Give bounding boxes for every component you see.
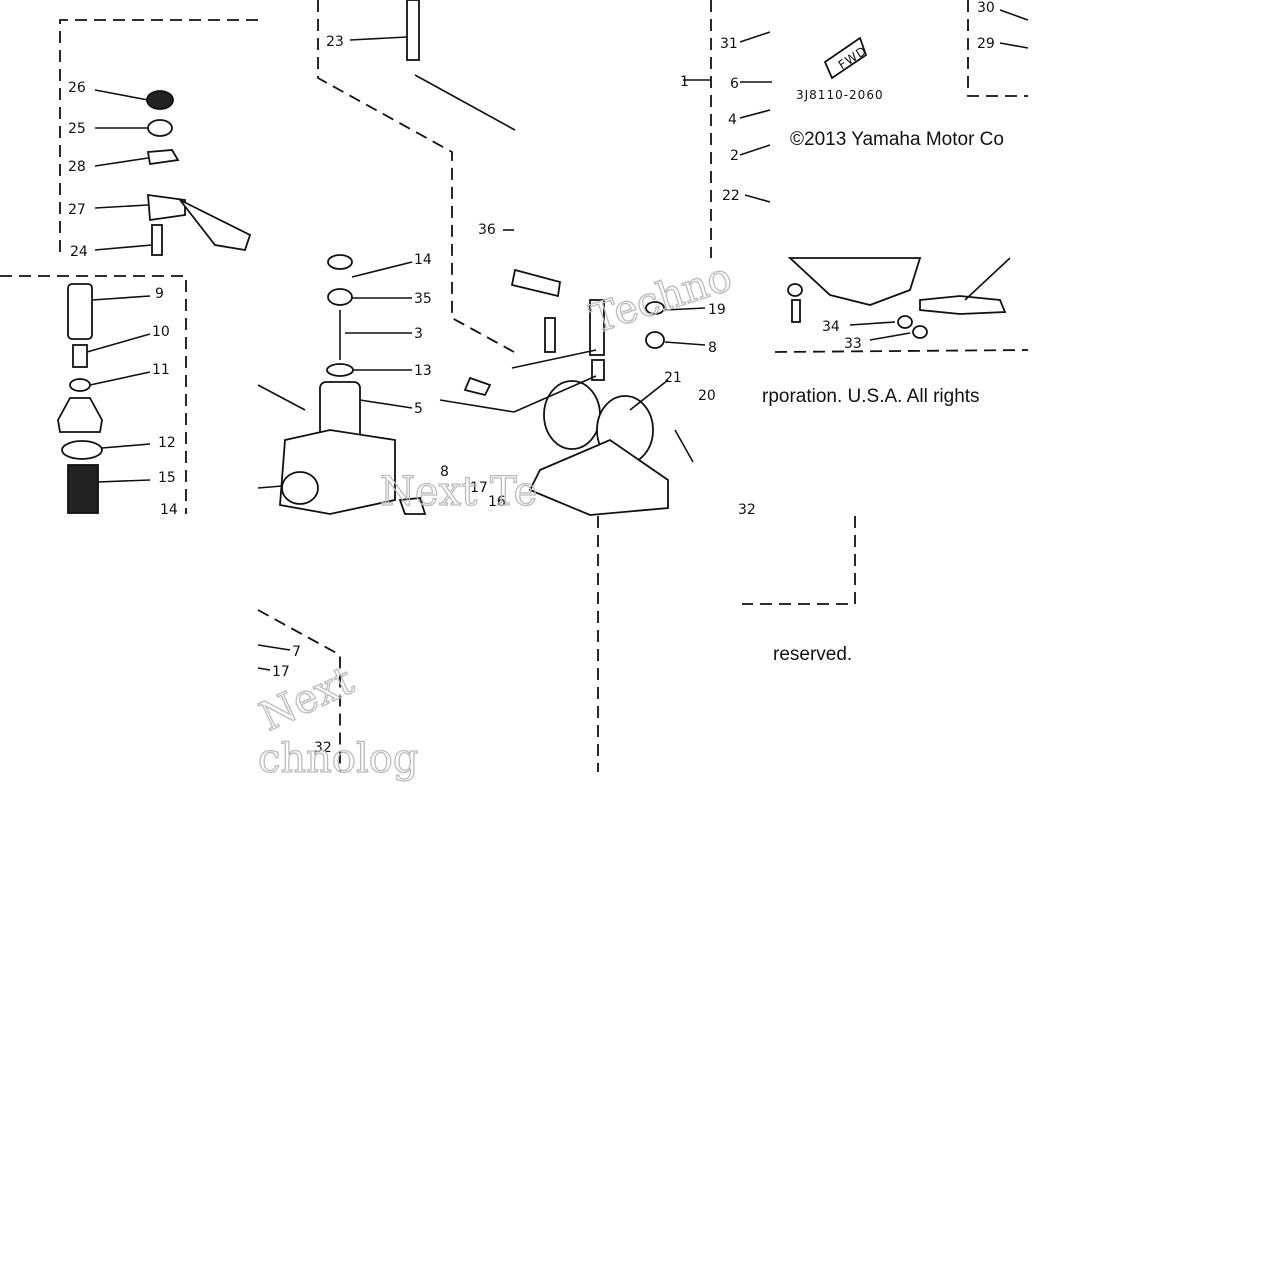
label-26: 26 [68,80,86,96]
label-4: 4 [728,112,737,128]
label-28: 28 [68,159,86,175]
label-27: 27 [68,202,86,218]
label-22: 22 [722,188,740,204]
label-20: 20 [698,388,716,404]
label-29: 29 [977,36,995,52]
label-32-bottom: 32 [314,740,332,756]
carburetor-body-right [787,257,1007,339]
label-8-right: 8 [708,340,717,356]
label-1: 1 [680,74,689,90]
label-7: 7 [292,644,301,660]
label-17-bottom: 17 [272,664,290,680]
border-top-right [967,0,1028,97]
label-30: 30 [977,0,995,16]
center-stack [279,0,492,515]
border-center [317,0,515,353]
label-14-left: 14 [160,502,178,518]
label-23: 23 [326,34,344,50]
border-bottom-left [257,609,341,772]
border-top-left [59,19,258,258]
label-35: 35 [414,291,432,307]
label-17-center: 17 [470,480,488,496]
label-8-center: 8 [440,464,449,480]
group-borders [0,0,1029,772]
label-12: 12 [158,435,176,451]
label-36: 36 [478,222,496,238]
border-mid-left [0,275,187,514]
label-2: 2 [730,148,739,164]
copyright-line-2: rporation. U.S.A. All rights [762,386,980,407]
float-bowl-group [510,268,694,516]
label-11: 11 [152,362,170,378]
label-21: 21 [664,370,682,386]
label-33: 33 [844,336,862,352]
label-5: 5 [414,401,423,417]
slide-needle-assembly [57,283,103,514]
watermark-next-te: Next Te [380,469,537,515]
label-32-right: 32 [738,502,756,518]
label-14-center: 14 [414,252,432,268]
label-24: 24 [70,244,88,260]
watermarks: Techno Next Te Next chnolog [252,253,738,782]
label-15: 15 [158,470,176,486]
fwd-badge: FWD [823,36,869,80]
part-number-labels: 26 25 28 27 24 9 10 11 12 15 14 23 36 14… [68,0,995,756]
watermark-techno: Techno [585,254,737,343]
label-3: 3 [414,326,423,342]
copyright-line-3: reserved. [773,644,852,665]
label-16: 16 [488,494,506,510]
border-bottom-right [774,349,1029,353]
label-9: 9 [155,286,164,302]
throttle-cap-assembly [146,90,252,256]
watermark-chnolog: chnolog [258,736,419,782]
label-10: 10 [152,324,170,340]
label-13: 13 [414,363,432,379]
diagram-code: 3J8110-2060 [796,88,884,102]
label-31: 31 [720,36,738,52]
leader-lines [86,9,1029,671]
label-25: 25 [68,121,86,137]
label-34: 34 [822,319,840,335]
border-lower-right [742,516,856,605]
label-6: 6 [730,76,739,92]
label-19: 19 [708,302,726,318]
copyright-line-1: ©2013 Yamaha Motor Co [790,129,1004,150]
